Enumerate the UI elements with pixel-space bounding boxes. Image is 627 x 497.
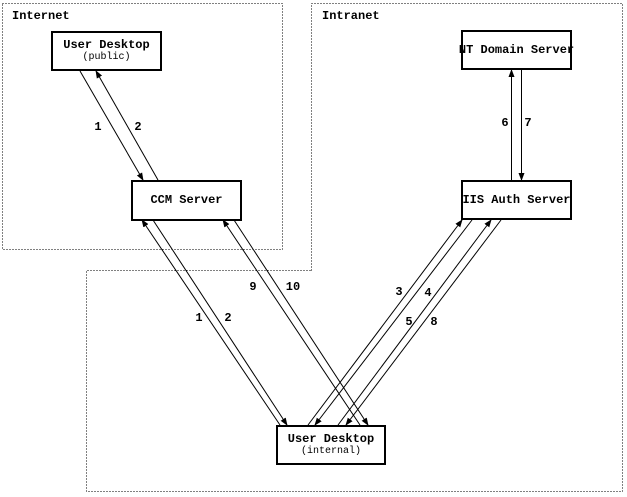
arrow-1-internal-desktop-to-ccm [141,219,281,426]
arrow-label-5: 5 [405,315,413,329]
node-title: IIS Auth Server [462,192,571,207]
node-title: NT Domain Server [458,42,575,57]
arrow-label-public-1: 1 [94,120,102,134]
node-iis-auth-server: IIS Auth Server [461,180,572,220]
arrow-2-ccm-to-internal-desktop [152,219,288,426]
arrow-label-9: 9 [249,280,257,294]
internet-region-label: Internet [12,9,70,23]
arrow-label-7: 7 [524,116,532,130]
arrow-label-4: 4 [424,286,432,300]
arrow-label-6: 6 [501,116,509,130]
arrow-label-10: 10 [285,280,301,294]
arrow-1-public-desktop-to-ccm [79,70,144,181]
node-title: User Desktop [63,38,150,52]
arrow-5-internal-desktop-to-iis [337,219,492,426]
node-nt-domain-server: NT Domain Server [458,30,575,70]
node-user-desktop-public: User Desktop (public) [51,31,162,71]
arrow-label-internal-2: 2 [224,311,232,325]
node-subtitle: (public) [82,52,131,63]
arrow-label-public-2: 2 [134,120,142,134]
arrow-4-iis-to-internal-desktop [314,219,473,426]
arrow-label-3: 3 [395,285,403,299]
internet-region-border [2,3,283,250]
arrow-label-internal-1: 1 [195,311,203,325]
intranet-region-label: Intranet [322,9,380,23]
node-title: CCM Server [150,193,223,207]
arrow-2-ccm-to-public-desktop [95,70,159,181]
arrow-label-8: 8 [430,315,438,329]
node-subtitle: (internal) [300,446,361,457]
arrow-3-internal-desktop-to-iis [307,219,463,426]
arrow-9-internal-desktop-to-ccm [222,219,361,426]
node-user-desktop-internal: User Desktop (internal) [276,425,386,465]
node-ccm-server: CCM Server [131,180,242,221]
node-title: User Desktop [287,432,375,446]
intranet-region-border [86,3,623,492]
arrow-10-ccm-to-internal-desktop [233,219,369,426]
arrow-8-iis-to-internal-desktop [345,219,502,426]
